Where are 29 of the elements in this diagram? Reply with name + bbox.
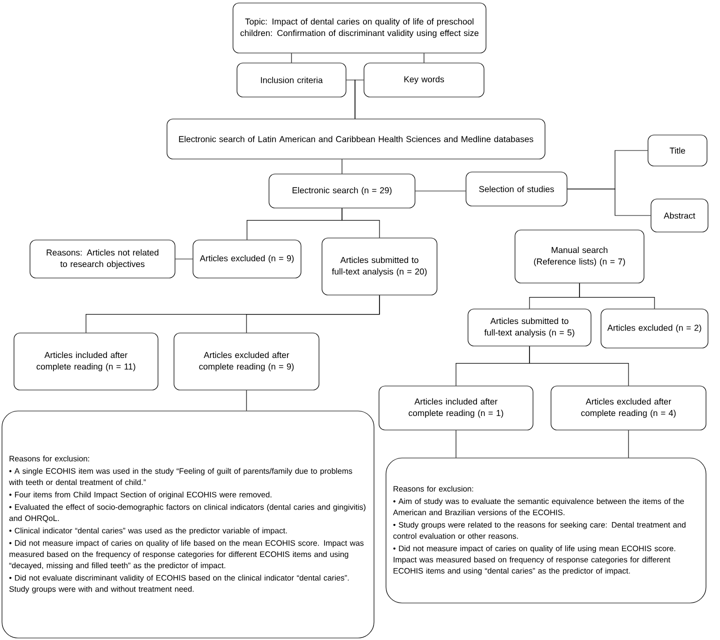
flowchart-box: Articles excluded after complete reading (n = 9) [174,332,320,390]
connector-line [342,208,380,238]
connector-line [579,283,655,309]
connector-line [567,188,651,216]
connector-line [246,390,247,411]
flowchart-box: Selection of studies [466,172,568,206]
flowchart-box: Articles excluded (n = 2) [600,308,708,348]
flowchart-box: Reasons: Articles not related to research objectives [30,240,176,278]
flowchart-box: Electronic search of Latin American and Caribbean Health Sciences and Medline databases [166,118,546,160]
flowchart-box: Articles excluded after complete reading (n = 4) [550,386,706,430]
connector-line [291,53,292,63]
flowchart-box: Articles included after complete reading (n = 1) [378,386,534,430]
flowchart-box: Articles included after complete reading (n = 11) [14,332,158,390]
connector-line [246,295,380,333]
flowchart-box: Articles submitted to full-text analysis (n = 5) [468,308,592,346]
connector-line [354,80,364,119]
flowchart-box: Articles excluded (n = 9) [192,240,302,278]
connector-line [529,346,629,386]
flowchart-box: Manual search (Reference lists) (n = 7) [514,230,644,284]
connector-line [415,190,466,192]
flowchart-box: Inclusion criteria [236,62,346,98]
connector-line [175,258,193,260]
flowchart-box: Electronic search (n = 29) [268,174,416,208]
flowchart-box: Abstract [650,198,708,232]
flowchart-box: Key words [364,62,484,98]
connector-line [628,430,629,458]
flowchart-box: Title [648,134,708,166]
flowchart-box: Topic: Impact of dental caries on quality of life of preschool children: Confirmation of discriminant validity using effect size [232,2,486,54]
flowchart-box: Articles submitted to full-text analysis (n = 20) [322,238,438,296]
